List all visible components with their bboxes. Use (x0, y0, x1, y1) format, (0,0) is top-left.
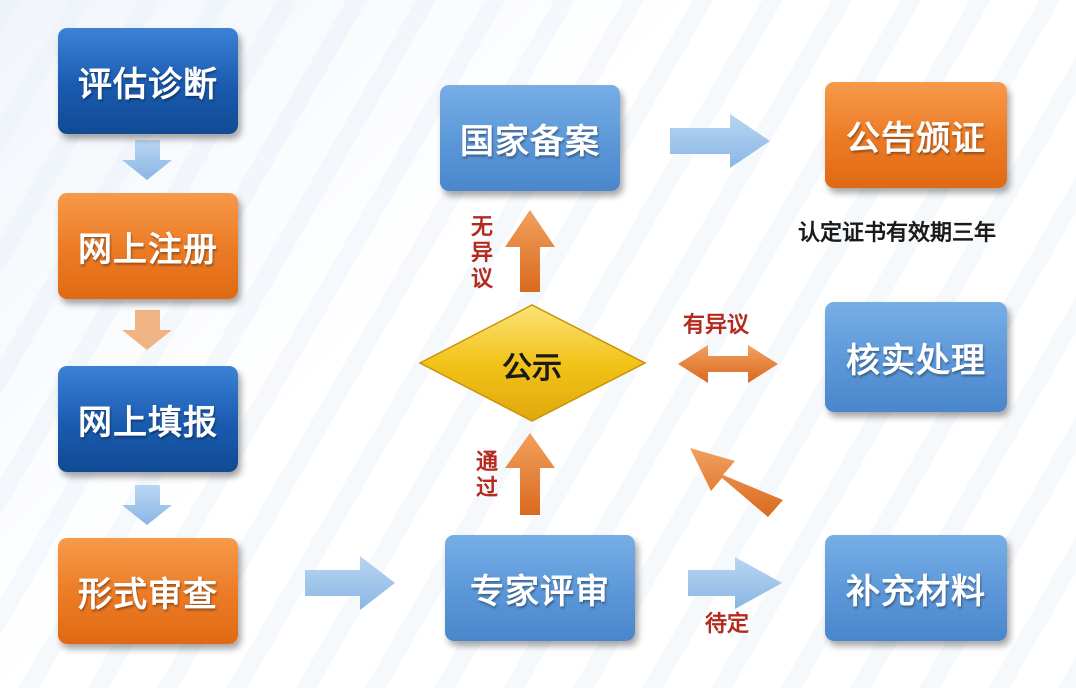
label-no-objection: 无异议 (470, 215, 493, 292)
step-expert-review: 专家评审 (445, 535, 635, 641)
arrow-supplement-to-publicity (690, 448, 783, 517)
step-fill-label: 网上填报 (78, 402, 218, 443)
arrow-expert-to-publicity (505, 433, 555, 515)
step-formal-review-label: 形式审查 (78, 574, 218, 615)
step-publicity-label: 公示 (502, 351, 562, 386)
step-national-record: 国家备案 (440, 85, 620, 191)
step-supplement: 补充材料 (825, 535, 1007, 641)
publicity-diamond (418, 304, 647, 422)
label-has-objection: 有异议 (683, 313, 750, 338)
arrow-record-to-announce (670, 114, 770, 168)
step-assess: 评估诊断 (58, 28, 238, 134)
step-assess-label: 评估诊断 (78, 64, 218, 105)
arrow-expert-to-supplement (688, 557, 782, 609)
arrow-publicity-verify-double (678, 345, 778, 383)
step-fill: 网上填报 (58, 366, 238, 472)
step-verify-label: 核实处理 (846, 340, 986, 381)
step-announce-cert: 公告颁证 (825, 82, 1007, 188)
certificate-validity-note: 认定证书有效期三年 (798, 221, 997, 246)
arrow-assess-to-register (122, 140, 172, 180)
step-announce-cert-label: 公告颁证 (846, 118, 986, 159)
step-national-record-label: 国家备案 (460, 121, 600, 162)
step-register-label: 网上注册 (78, 229, 218, 270)
label-pending: 待定 (705, 612, 750, 637)
arrow-formal-to-expert (305, 556, 395, 610)
step-verify: 核实处理 (825, 302, 1007, 412)
step-expert-review-label: 专家评审 (470, 571, 610, 612)
step-supplement-label: 补充材料 (846, 571, 986, 612)
arrow-register-to-fill (122, 310, 172, 350)
arrow-fill-to-formal (122, 485, 172, 525)
arrow-publicity-to-record (505, 210, 555, 292)
label-passed: 通过 (475, 450, 498, 501)
step-formal-review: 形式审查 (58, 538, 238, 644)
step-register: 网上注册 (58, 193, 238, 299)
